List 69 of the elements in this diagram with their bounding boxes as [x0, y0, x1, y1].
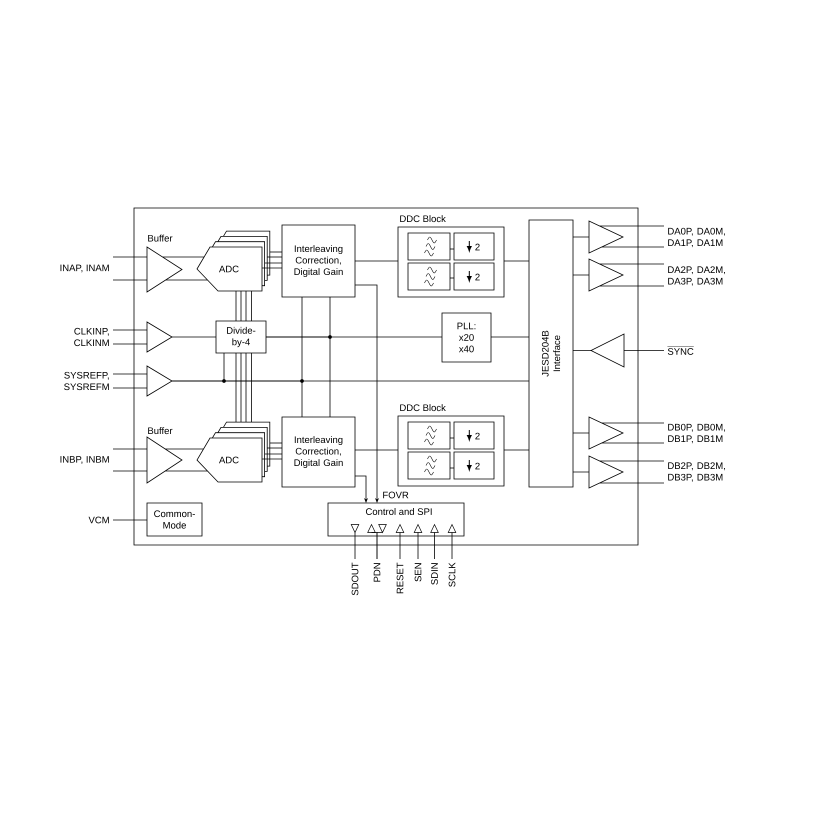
process-box: PLL: x20 x40	[442, 312, 492, 362]
connector-line	[434, 532, 435, 560]
chip-outline	[134, 208, 638, 546]
connector-line	[354, 260, 398, 262]
decimator-box: 2	[454, 262, 494, 290]
connector-line	[164, 470, 208, 472]
block-title: DDC Block	[400, 215, 446, 222]
decimator-box: 2	[454, 452, 494, 480]
connector-line	[599, 482, 664, 484]
connector-line	[164, 448, 204, 450]
block-title: Buffer	[148, 234, 172, 242]
pin-label: SYSREFP, SYSREFM	[64, 372, 109, 390]
edge-label: FOVR	[381, 490, 410, 500]
connector-line	[572, 432, 590, 434]
pin-label: VCM	[88, 516, 109, 524]
connector-line	[162, 256, 204, 258]
process-box: Interleaving Correction, Digital Gain	[282, 224, 356, 298]
connector-line	[172, 336, 216, 338]
block-title: DDC Block	[400, 404, 446, 412]
decimator-box: 2	[454, 232, 494, 260]
connector-line	[264, 262, 282, 264]
process-box: Divide- by-4	[216, 320, 266, 354]
connector-line	[376, 532, 383, 560]
connector-line	[450, 248, 454, 250]
pin-label: CLKINP, CLKINM	[74, 328, 109, 346]
pin-label: SDOUT	[352, 562, 358, 596]
pin-label: SCLK	[448, 562, 456, 587]
connector-line	[572, 274, 590, 276]
connector-line	[262, 458, 282, 460]
connector-line	[269, 442, 282, 444]
connector-line	[112, 448, 148, 450]
pin-label: RESET	[396, 562, 404, 594]
interface-box: JESD204B Interface	[528, 220, 574, 488]
pin-label: DB2P, DB2M, DB3P, DB3M	[668, 462, 725, 482]
pin-label: INBP, INBM	[60, 456, 109, 464]
connector-line	[624, 350, 664, 351]
pin-label: DB0P, DB0M, DB1P, DB1M	[668, 424, 725, 444]
pin-label: SYNC	[667, 346, 694, 355]
connector-line	[240, 290, 242, 322]
connector-line	[601, 422, 664, 424]
connector-line	[354, 532, 356, 560]
connector-line	[112, 470, 148, 472]
connector-line	[266, 256, 282, 258]
connector-line	[112, 256, 148, 258]
pin-label: SDIN	[431, 563, 438, 585]
pin-label: PDN	[374, 563, 380, 582]
connector-line	[572, 350, 592, 351]
process-box: Interleaving Correction, Digital Gain	[282, 416, 356, 488]
connector-line	[251, 290, 252, 322]
decimator-box: 2	[454, 422, 494, 450]
adc-block: ADC	[196, 230, 270, 292]
pin-label: SEN	[414, 563, 422, 582]
connector-line	[572, 236, 590, 238]
connector-line	[490, 336, 530, 338]
connector-line	[266, 336, 330, 418]
process-box: Common- Mode	[146, 502, 202, 536]
pin-label: DA2P, DA2M, DA3P, DA3M	[668, 266, 725, 286]
adc-block: ADC	[196, 422, 270, 482]
pin-label: INAP, INAM	[60, 264, 109, 272]
connector-line	[251, 352, 252, 422]
connector-line	[601, 246, 664, 248]
connector-line	[504, 260, 530, 262]
connector-line	[172, 380, 302, 418]
block-title: Buffer	[148, 427, 172, 434]
pin-label: DA0P, DA0M, DA1P, DA1M	[668, 228, 725, 248]
connector-line	[601, 442, 664, 444]
connector-line	[240, 352, 242, 422]
connector-line	[599, 460, 664, 462]
process-box: Control and SPI	[328, 502, 464, 536]
